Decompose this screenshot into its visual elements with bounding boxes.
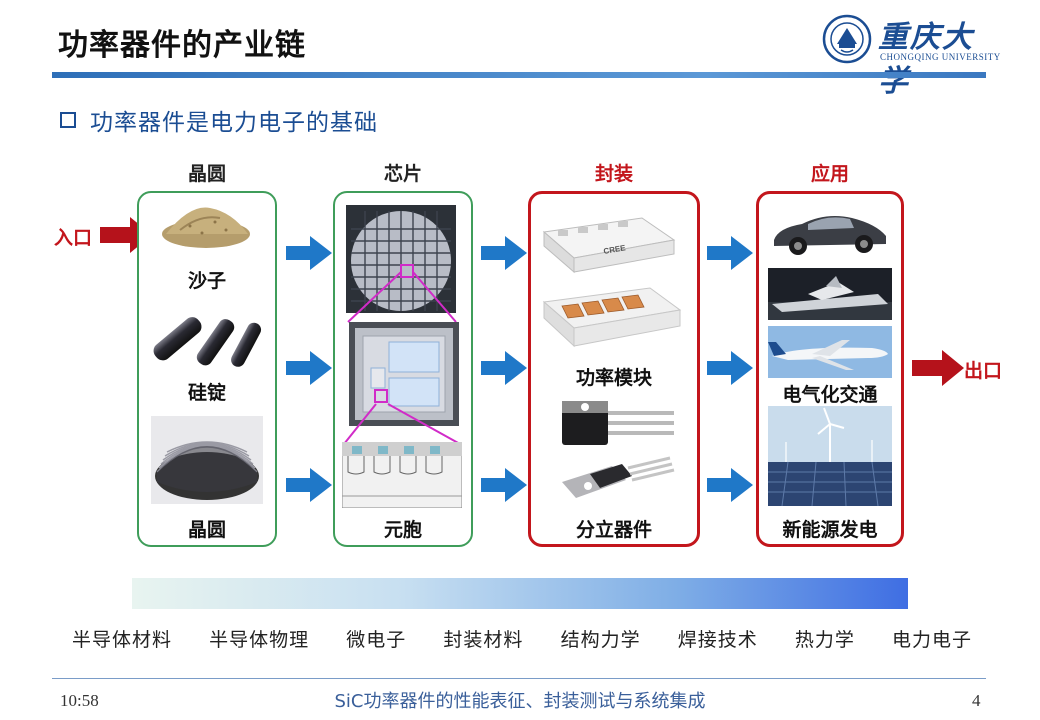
page-number: 4	[972, 691, 981, 710]
wafer-stack-image	[151, 416, 263, 504]
bullet-text: 功率器件是电力电子的基础	[90, 110, 378, 136]
blue-arrow-icon	[707, 351, 753, 385]
caption-renewable-generation: 新能源发电	[782, 519, 878, 541]
cell-cross-section-image	[342, 442, 462, 508]
subject-item: 热力学	[794, 629, 855, 651]
renewable-energy-image	[768, 406, 892, 506]
subject-item: 焊接技术	[677, 629, 758, 651]
blue-arrow-icon	[286, 351, 332, 385]
electric-car-image	[768, 202, 892, 260]
caption-electrified-transport: 电气化交通	[782, 384, 878, 406]
subject-item: 微电子	[346, 629, 407, 651]
power-module-image: CREE	[542, 217, 676, 274]
blue-arrow-icon	[481, 236, 527, 270]
exit-label: 出口	[964, 360, 1003, 382]
open-module-image	[542, 287, 682, 348]
footer-time: 10:58	[60, 691, 99, 710]
university-name: 重庆大学	[878, 20, 974, 99]
blue-arrow-icon	[286, 468, 332, 502]
caption-cell: 元胞	[383, 519, 422, 541]
entry-label: 入口	[54, 227, 93, 249]
caption-power-module: 功率模块	[575, 367, 652, 389]
heading-chip: 芯片	[383, 163, 422, 185]
bullet-point: 功率器件是电力电子的基础	[60, 103, 378, 137]
caption-sand: 沙子	[187, 270, 226, 292]
blue-arrow-icon	[286, 236, 332, 270]
footer-divider	[52, 678, 986, 679]
gradient-bar	[132, 578, 908, 609]
blue-arrow-icon	[707, 468, 753, 502]
blue-arrow-icon	[481, 468, 527, 502]
subject-item: 结构力学	[560, 629, 641, 651]
university-seal-icon	[822, 14, 872, 64]
ship-image	[768, 268, 892, 320]
subject-item: 半导体材料	[72, 629, 173, 651]
caption-discrete-device: 分立器件	[575, 519, 652, 541]
footer-title: SiC功率器件的性能表征、封装测试与系统集成	[334, 691, 706, 712]
title-divider	[52, 72, 986, 78]
discrete-to247-image	[562, 401, 674, 445]
slide-title: 功率器件的产业链	[58, 28, 306, 63]
red-arrow-icon	[912, 350, 964, 386]
chip-die-image	[349, 322, 459, 426]
zoom-connector	[347, 271, 457, 323]
blue-arrow-icon	[481, 351, 527, 385]
discrete-to220-image	[562, 456, 675, 498]
subject-item: 电力电子	[891, 629, 972, 651]
heading-application: 应用	[810, 163, 849, 185]
silicon-ingot-image	[153, 317, 262, 367]
sand-image	[162, 207, 250, 248]
caption-wafer: 晶圆	[187, 519, 226, 541]
airplane-image	[768, 326, 892, 378]
university-logo: 重庆大学 CHONGQING UNIVERSITY	[822, 12, 1000, 99]
heading-wafer: 晶圆	[187, 163, 226, 185]
caption-ingot: 硅锭	[187, 382, 226, 404]
checkbox-bullet-icon	[60, 112, 76, 128]
zoom-connector	[343, 403, 461, 445]
heading-package: 封装	[594, 163, 633, 185]
subject-item: 半导体物理	[209, 629, 310, 651]
module-brand: CREE	[603, 243, 627, 256]
university-name-english: CHONGQING UNIVERSITY	[880, 52, 1001, 62]
blue-arrow-icon	[707, 236, 753, 270]
subject-item: 封装材料	[443, 629, 524, 651]
subject-list: 半导体材料 半导体物理 微电子 封装材料 结构力学 焊接技术 热力学 电力电子	[72, 625, 972, 652]
